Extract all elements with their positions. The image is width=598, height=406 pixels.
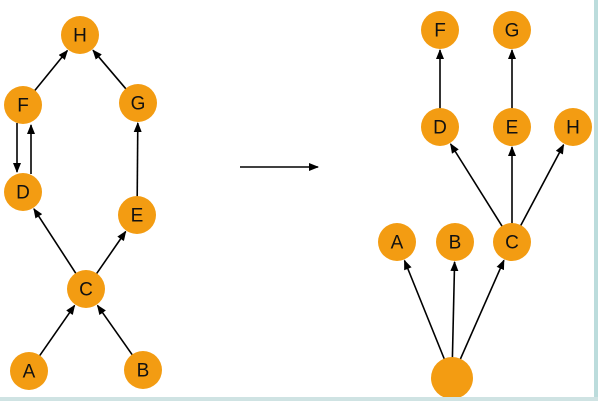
right-graph-edge-c-to-h <box>519 143 565 227</box>
right-graph-edge-root-to-a <box>403 259 446 360</box>
node-label: H <box>566 118 580 139</box>
left-graph-node-d: D <box>4 173 42 211</box>
node-label: C <box>79 280 93 301</box>
node-label: B <box>449 233 462 254</box>
node-circle <box>10 352 48 390</box>
left-graph-node-f: F <box>4 86 42 124</box>
left-graph-node-a: A <box>10 352 48 390</box>
left-graph-edges <box>13 49 142 357</box>
right-graph-nodes: F G D E H A B C <box>378 11 592 399</box>
node-label: D <box>16 183 30 204</box>
right-graph-node-d: D <box>421 108 459 146</box>
node-label: G <box>505 21 520 42</box>
node-label: E <box>131 206 144 227</box>
left-graph-nodes: H F G D E C A B <box>4 16 162 390</box>
node-circle <box>493 11 531 49</box>
node-circle <box>493 223 531 261</box>
node-circle <box>436 223 474 261</box>
node-label: A <box>23 362 36 383</box>
left-graph-edge-f-to-h <box>33 49 69 92</box>
right-graph-edges <box>403 49 565 361</box>
left-graph-edge-c-to-d <box>33 207 77 275</box>
right-graph-node-f: F <box>421 11 459 49</box>
node-circle <box>554 108 592 146</box>
frame-border-right <box>594 0 598 401</box>
left-graph-edge-a-to-c <box>38 304 76 357</box>
node-circle <box>4 173 42 211</box>
node-label: C <box>505 233 519 254</box>
left-graph-node-b: B <box>124 351 162 389</box>
node-circle <box>431 357 473 399</box>
right-graph-node-a: A <box>378 223 416 261</box>
right-graph-node-b: B <box>436 223 474 261</box>
node-label: D <box>433 118 447 139</box>
left-graph-node-e: E <box>118 196 156 234</box>
right-graph-node-c: C <box>493 223 531 261</box>
left-graph-node-h: H <box>61 16 99 54</box>
node-circle <box>421 11 459 49</box>
right-graph-edge-root-to-b <box>450 261 459 359</box>
left-graph-edge-b-to-c <box>96 304 134 356</box>
left-graph-edge-c-to-e <box>95 230 127 275</box>
node-circle <box>493 108 531 146</box>
node-label: E <box>506 118 519 139</box>
node-label: G <box>131 94 146 115</box>
left-graph-edge-g-to-h <box>92 49 127 90</box>
right-graph-node-g: G <box>493 11 531 49</box>
left-graph-node-g: G <box>119 84 157 122</box>
node-circle <box>421 108 459 146</box>
node-label: H <box>73 26 87 47</box>
left-graph-edge-e-to-g <box>133 122 142 198</box>
left-graph-node-c: C <box>67 270 105 308</box>
right-graph-node-root <box>431 357 473 399</box>
node-label: F <box>434 21 446 42</box>
right-graph-edge-c-to-d <box>449 143 504 228</box>
right-graph-node-h: H <box>554 108 592 146</box>
node-label: F <box>17 96 29 117</box>
node-circle <box>61 16 99 54</box>
right-graph-edge-root-to-c <box>459 259 505 361</box>
node-circle <box>124 351 162 389</box>
node-circle <box>4 86 42 124</box>
frame-border-bottom <box>0 397 598 401</box>
right-graph-node-e: E <box>493 108 531 146</box>
node-circle <box>119 84 157 122</box>
node-label: B <box>137 361 150 382</box>
node-circle <box>378 223 416 261</box>
node-label: A <box>391 233 404 254</box>
node-circle <box>67 270 105 308</box>
node-circle <box>118 196 156 234</box>
